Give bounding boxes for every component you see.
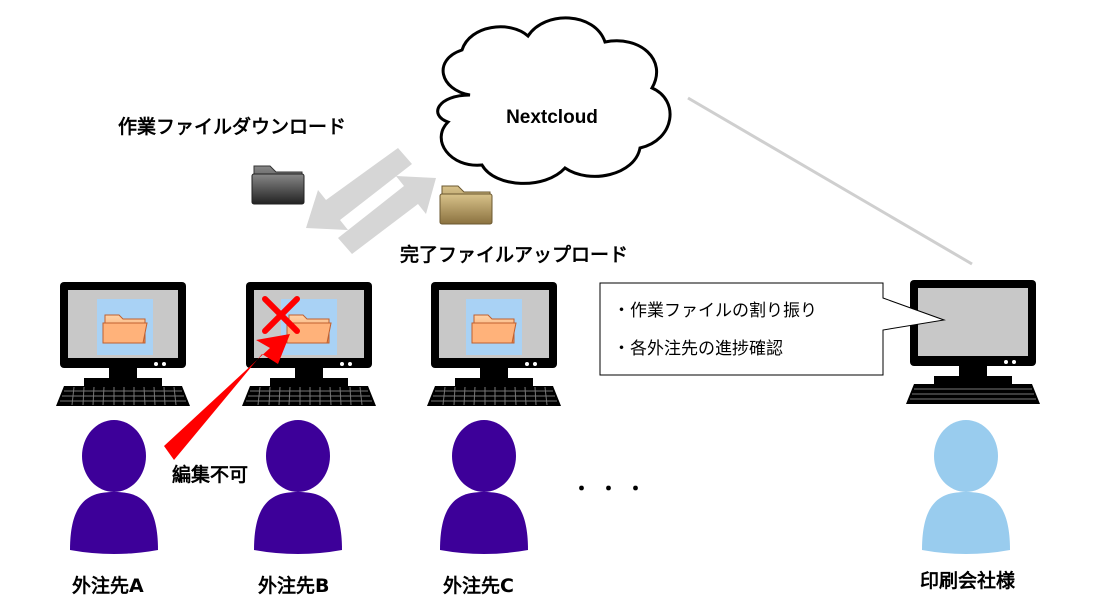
contractor-c-label: 外注先C	[443, 575, 514, 597]
contractor-a-label: 外注先A	[72, 575, 144, 597]
contractor-a-person-icon	[70, 420, 158, 554]
printing-company-label: 印刷会社様	[920, 570, 1016, 592]
upload-arrow	[338, 176, 436, 254]
download-arrow	[306, 148, 412, 230]
printing-company-person-icon	[922, 420, 1010, 554]
upload-label: 完了ファイルアップロード	[400, 244, 629, 266]
computer-printing-company	[906, 280, 1040, 404]
download-label: 作業ファイルダウンロード	[118, 116, 347, 138]
connection-line	[687, 96, 973, 266]
no-edit-cross-icon	[262, 296, 300, 334]
callout-line-1: ・作業ファイルの割り振り	[613, 301, 817, 321]
computer-a	[55, 281, 191, 407]
computer-b	[241, 281, 377, 407]
contractor-b-person-icon	[254, 420, 342, 554]
computer-c	[426, 281, 562, 407]
contractor-b-label: 外注先B	[258, 575, 330, 597]
edit-blocked-arrow	[164, 334, 290, 460]
nextcloud-cloud-icon	[436, 16, 672, 185]
no-edit-label: 編集不可	[172, 464, 249, 486]
ellipsis: ・・・	[572, 478, 654, 500]
work-file-folder-icon	[251, 165, 305, 205]
callout-box	[599, 282, 946, 376]
contractor-c-person-icon	[440, 420, 528, 554]
callout-line-2: ・各外注先の進捗確認	[613, 339, 783, 359]
nextcloud-label: Nextcloud	[506, 107, 598, 128]
completed-file-folder-icon	[439, 185, 493, 225]
